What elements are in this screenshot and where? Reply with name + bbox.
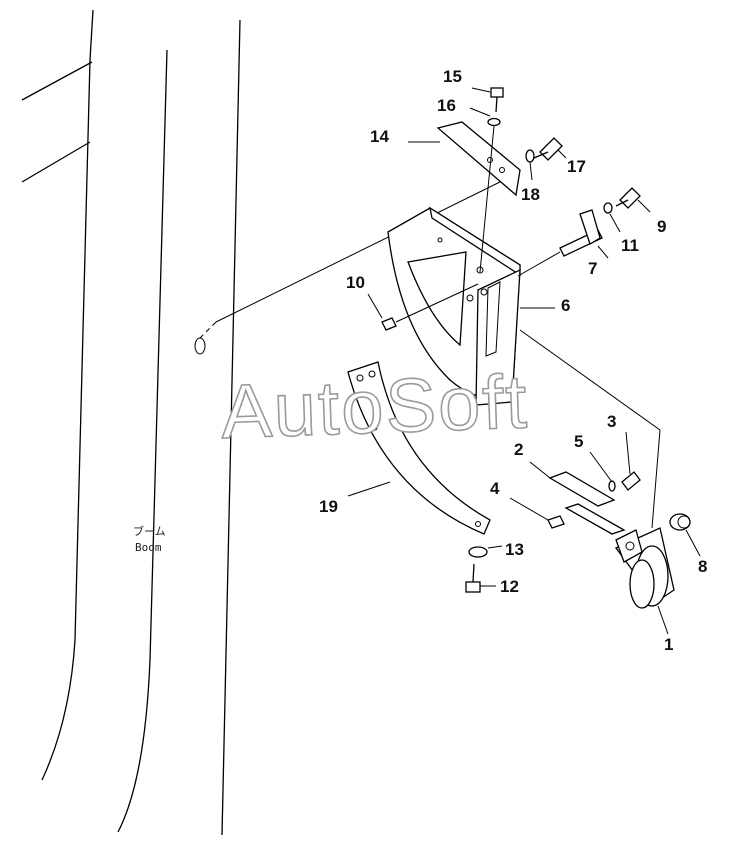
nut-part-10	[367, 283, 479, 331]
callout-12: 12	[500, 577, 519, 596]
link-part-2	[529, 461, 616, 507]
boom-label-jp: ブーム	[133, 524, 166, 538]
boom-label-en: Boom	[135, 541, 162, 554]
bolt-part-3	[621, 431, 641, 491]
callout-5: 5	[574, 432, 583, 451]
washer-part-11	[603, 202, 621, 233]
callout-7: 7	[588, 259, 597, 278]
washer-part-13	[468, 545, 503, 558]
strap-part-19	[347, 361, 491, 535]
washer-part-5	[589, 451, 616, 492]
callout-8: 8	[698, 557, 707, 576]
callout-13: 13	[505, 540, 524, 559]
bracket-part-6	[387, 206, 521, 406]
callout-9: 9	[657, 217, 666, 236]
mount-line	[194, 177, 509, 355]
plate-part-14	[408, 121, 521, 197]
pin-part-7	[517, 209, 609, 277]
bolt-part-17	[533, 137, 567, 161]
callout-11: 11	[621, 236, 639, 255]
callout-2: 2	[514, 440, 523, 459]
plate-part-4	[509, 497, 626, 535]
washer-part-16	[479, 117, 501, 273]
callout-15: 15	[443, 67, 462, 86]
callout-19: 19	[319, 497, 338, 516]
leader-15	[469, 107, 491, 117]
washer-part-18	[525, 149, 535, 181]
roller-part-1	[519, 329, 675, 635]
watermark-text: AutoSoft	[220, 359, 530, 455]
bolt-part-12	[465, 563, 496, 593]
callout-10: 10	[346, 273, 365, 292]
bushing-part-8	[669, 513, 701, 557]
callout-14: 14	[370, 127, 389, 146]
callout-18: 18	[521, 185, 540, 204]
callout-16: 16	[437, 96, 456, 115]
boom-outline	[21, 9, 241, 836]
callout-17: 17	[567, 157, 586, 176]
bolt-part-9	[615, 187, 651, 213]
bolt-part-15	[471, 87, 504, 113]
callout-1: 1	[664, 635, 673, 654]
callout-3: 3	[607, 412, 616, 431]
callout-4: 4	[490, 479, 500, 498]
callout-6: 6	[561, 296, 570, 315]
